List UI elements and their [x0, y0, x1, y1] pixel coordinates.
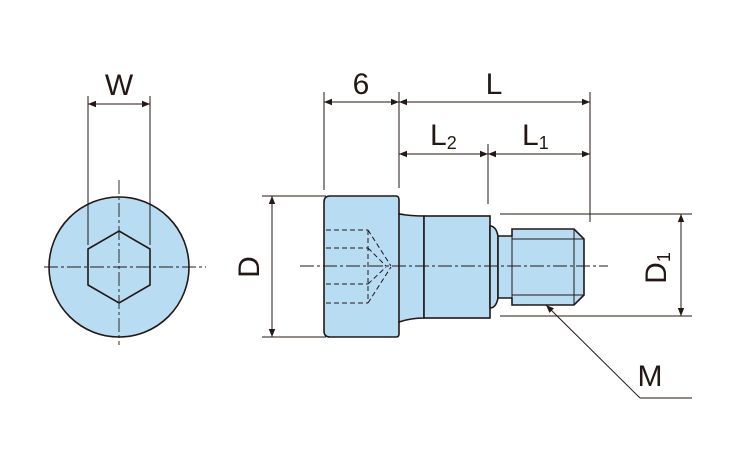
relief-groove [489, 225, 499, 309]
side-dimension-lines [262, 92, 692, 399]
width-dimension [87, 96, 151, 245]
l1-label: L1 [522, 119, 549, 153]
thread-section [497, 228, 585, 306]
bolt-neck [398, 213, 425, 324]
width-label: W [105, 69, 134, 102]
l1-label-main: L [522, 119, 539, 152]
d1-label: D1 [640, 252, 674, 284]
d1-label-main: D [640, 262, 673, 284]
l1-label-sub: 1 [539, 133, 549, 153]
length-label: L [486, 68, 503, 101]
end-view: W [44, 69, 206, 345]
thread-lines [511, 229, 584, 305]
side-view [300, 195, 608, 338]
d1-label-sub: 1 [654, 252, 674, 262]
l2-label: L2 [430, 119, 457, 153]
bolt-shoulder [423, 215, 491, 319]
l2-label-main: L [430, 119, 447, 152]
hidden-socket-lines [326, 229, 392, 304]
end-view-centerlines [44, 180, 206, 345]
head-diameter-label: D [233, 256, 266, 278]
thread-label: M [638, 360, 663, 393]
l2-label-sub: 2 [447, 133, 457, 153]
head-length-label: 6 [353, 68, 370, 101]
